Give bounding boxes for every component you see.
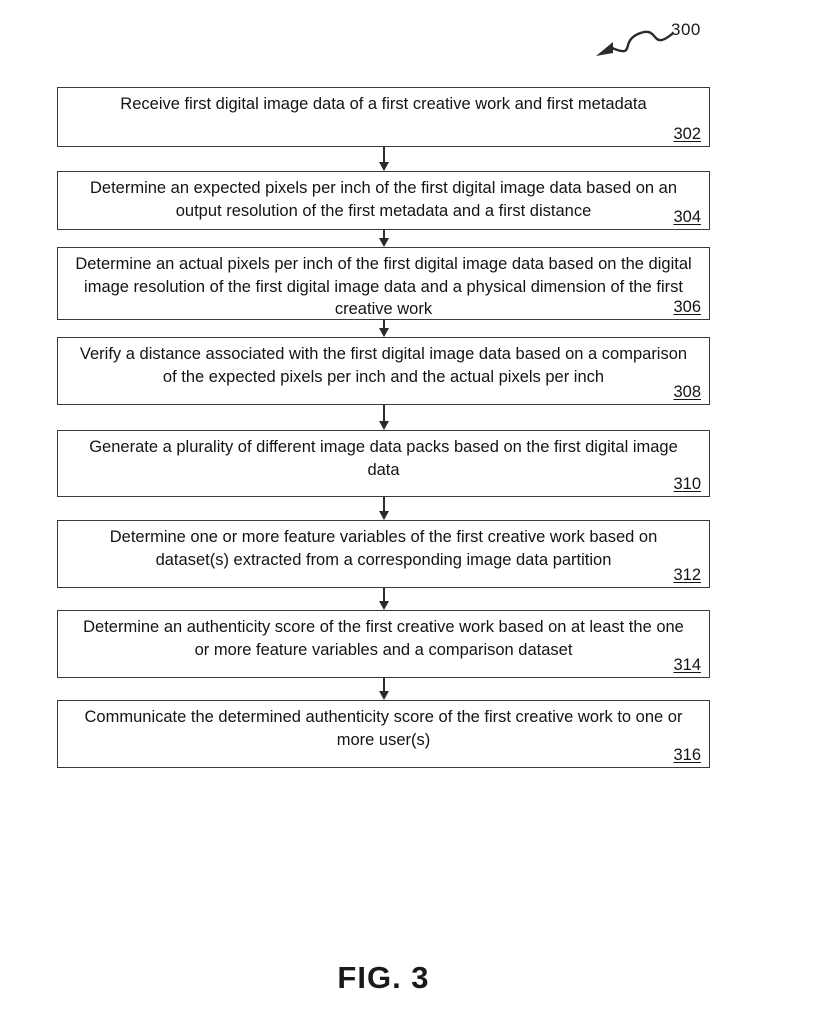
flowchart-step: Determine an expected pixels per inch of… (57, 171, 710, 230)
flowchart-step: Receive first digital image data of a fi… (57, 87, 710, 147)
step-reference-number: 312 (673, 566, 701, 584)
flowchart-step: Verify a distance associated with the fi… (57, 337, 710, 405)
flow-arrow-down (378, 320, 390, 337)
flow-arrow-down (378, 497, 390, 520)
flow-arrow-line (383, 588, 385, 601)
flow-arrow-line (383, 230, 385, 238)
flow-arrow-line (383, 678, 385, 691)
flow-arrow-down (378, 678, 390, 700)
step-reference-number: 304 (673, 208, 701, 226)
step-text: Determine an expected pixels per inch of… (89, 179, 677, 220)
step-text: Generate a plurality of different image … (89, 438, 678, 479)
flow-arrow-line (383, 147, 385, 162)
flow-arrow-line (383, 320, 385, 328)
squiggle-arrowhead (596, 42, 613, 56)
step-text: Determine an actual pixels per inch of t… (75, 255, 692, 318)
step-reference-number: 306 (673, 298, 701, 316)
step-reference-number: 308 (673, 383, 701, 401)
flow-arrowhead-icon (379, 162, 389, 171)
step-reference-number: 302 (673, 125, 701, 143)
flow-arrowhead-icon (379, 421, 389, 430)
flowchart-step: Determine an actual pixels per inch of t… (57, 247, 710, 320)
flowchart-step: Communicate the determined authenticity … (57, 700, 710, 768)
flow-arrow-line (383, 497, 385, 511)
step-text: Determine one or more feature variables … (109, 528, 658, 569)
flowchart-step: Determine one or more feature variables … (57, 520, 710, 588)
step-reference-number: 314 (673, 656, 701, 674)
step-reference-number: 310 (673, 475, 701, 493)
step-text: Receive first digital image data of a fi… (120, 95, 647, 113)
flowchart-step: Generate a plurality of different image … (57, 430, 710, 497)
figure-reference-label: 300 (671, 20, 701, 39)
step-text: Determine an authenticity score of the f… (83, 618, 684, 659)
figure-caption: FIG. 3 (337, 960, 430, 995)
flow-arrow-down (378, 230, 390, 247)
flowchart-step: Determine an authenticity score of the f… (57, 610, 710, 678)
flow-arrowhead-icon (379, 511, 389, 520)
step-text: Communicate the determined authenticity … (84, 708, 683, 749)
flow-arrow-line (383, 405, 385, 421)
flow-arrow-down (378, 588, 390, 610)
flow-arrowhead-icon (379, 691, 389, 700)
step-reference-number: 316 (673, 746, 701, 764)
step-text: Verify a distance associated with the fi… (79, 345, 688, 386)
reference-pointer-squiggle-arrow (596, 30, 674, 56)
flow-arrowhead-icon (379, 601, 389, 610)
flow-arrowhead-icon (379, 328, 389, 337)
flow-arrow-down (378, 405, 390, 430)
flow-arrow-down (378, 147, 390, 171)
flow-arrowhead-icon (379, 238, 389, 247)
